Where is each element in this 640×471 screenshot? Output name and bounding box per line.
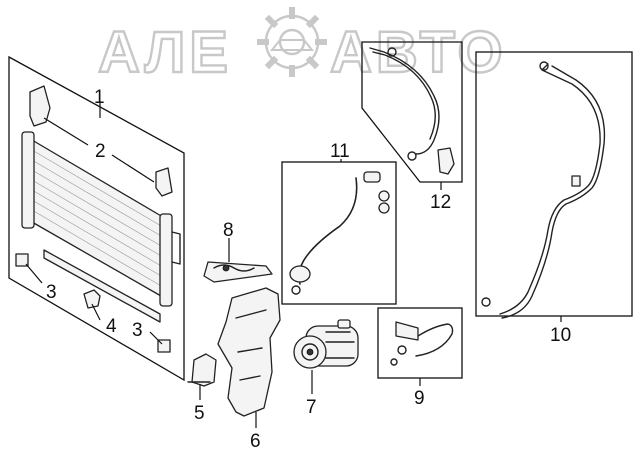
callout-numbers: 1 2 3 3 4 5 6 7 8 9 10 11 12 [46,87,571,452]
condenser-mount-bracket-right [155,167,173,197]
condenser-fitting [171,231,181,265]
callout-3-left: 3 [46,282,57,303]
compressor-hose-assembly [281,161,397,305]
callout-12: 12 [430,192,451,213]
air-deflector-panel [217,287,281,417]
hose-bracket [203,261,273,283]
condenser-fins [31,149,169,291]
watermark-text-left: АЛЕ [98,20,232,85]
condenser-assembly [8,55,185,382]
callout-6: 6 [250,431,261,452]
condenser-frame [8,55,185,382]
leader-3b [149,331,163,345]
leader-4 [91,303,101,321]
box-11 [281,161,397,305]
condenser-left-tank [21,131,35,229]
leader-lines [25,103,562,428]
ac-high-pressure-pipe [475,51,633,319]
condenser-mount-bracket-left [29,85,51,127]
suction-hose-short [377,307,463,379]
callout-4: 4 [106,316,117,337]
condenser-lower-rail [43,249,161,323]
box-9 [377,307,463,379]
callout-8: 8 [223,220,234,241]
callout-11: 11 [330,141,350,162]
callout-3-right: 3 [132,320,143,341]
condenser-center-clip [83,289,101,309]
leader-2b [111,154,155,183]
callout-2: 2 [95,141,106,162]
callout-9: 9 [414,388,425,409]
callout-5: 5 [194,403,205,424]
watermark: АЛЕ АВТО [97,7,504,86]
condenser-right-tank [159,213,173,307]
callout-10: 10 [550,325,571,346]
air-guide-bracket [187,353,217,387]
callout-1: 1 [94,87,105,108]
ac-compressor [293,319,359,369]
leader-2a [43,117,89,146]
callout-7: 7 [306,397,317,418]
leader-3a [25,263,43,284]
gear-car-logo-icon [257,7,327,77]
box-10 [475,51,633,317]
